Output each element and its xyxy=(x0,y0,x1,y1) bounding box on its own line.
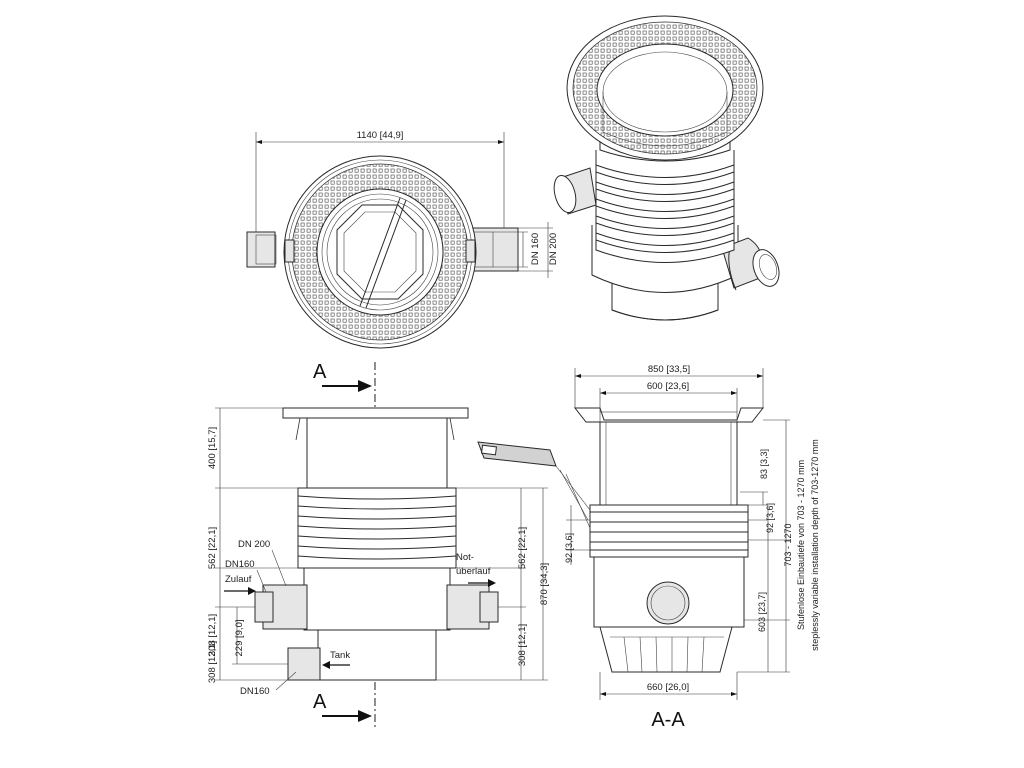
dim-dn200-top: DN 200 xyxy=(548,233,559,265)
note-en: steplessly variable installation depth o… xyxy=(810,439,820,651)
label-zulauf: Zulauf xyxy=(225,574,252,585)
note-de: Stufenlose Einbautiefe von 703 - 1270 mm xyxy=(796,460,806,630)
dim-308-right: 308 [12,1] xyxy=(517,624,528,666)
dim-308-left-lower: 308 [12,1] xyxy=(207,641,218,683)
dim-229: 229 [9,0] xyxy=(234,620,245,657)
dim-562-right: 562 [22,1] xyxy=(517,527,528,569)
section-marker-bottom: A xyxy=(313,691,327,713)
section-marker-top: A xyxy=(313,361,327,383)
dim-603: 603 [23,7] xyxy=(757,592,767,632)
label-dn160-top: DN160 xyxy=(225,559,255,570)
section-pipe xyxy=(646,581,690,625)
isometric-view xyxy=(553,15,780,321)
section-frame xyxy=(573,407,765,423)
dim-92-left: 92 [3,6] xyxy=(564,533,574,563)
dim-870: 870 [34,3] xyxy=(539,563,550,605)
dim-850: 850 [33,5] xyxy=(648,364,690,375)
dim-308-left-upper: 308 [12,1] xyxy=(207,614,218,656)
dim-562-left: 562 [22,1] xyxy=(207,527,218,569)
top-view: 1140 [44,9] DN 160 DN 200 xyxy=(246,130,559,349)
section-view: 850 [33,5] 600 [23,6] 660 [26,0] A-A 83 … xyxy=(477,364,820,731)
section-basket xyxy=(599,626,733,673)
dim-83: 83 [3,3] xyxy=(759,449,769,479)
label-dn160-bottom: DN160 xyxy=(240,686,270,697)
lower-body xyxy=(303,567,451,631)
frame-top xyxy=(282,407,469,419)
dim-dn160-top: DN 160 xyxy=(530,233,541,265)
octagon-basket xyxy=(336,204,424,300)
front-view: A A xyxy=(207,361,550,728)
label-ueberlauf: überlauf xyxy=(456,566,491,577)
dim-width-top: 1140 [44,9] xyxy=(357,130,404,141)
label-dn200: DN 200 xyxy=(238,539,270,550)
dim-92-right: 92 [3,6] xyxy=(765,503,775,533)
label-tank: Tank xyxy=(330,650,350,661)
dim-400: 400 [15,7] xyxy=(207,427,218,469)
pipe-stub-left xyxy=(246,231,276,268)
section-title: A-A xyxy=(651,709,685,731)
dim-703-1270: 703 - 1270 xyxy=(783,523,793,566)
dim-660: 660 [26,0] xyxy=(647,682,689,693)
label-not: Not- xyxy=(456,552,474,563)
dim-600: 600 [23,6] xyxy=(647,381,689,392)
